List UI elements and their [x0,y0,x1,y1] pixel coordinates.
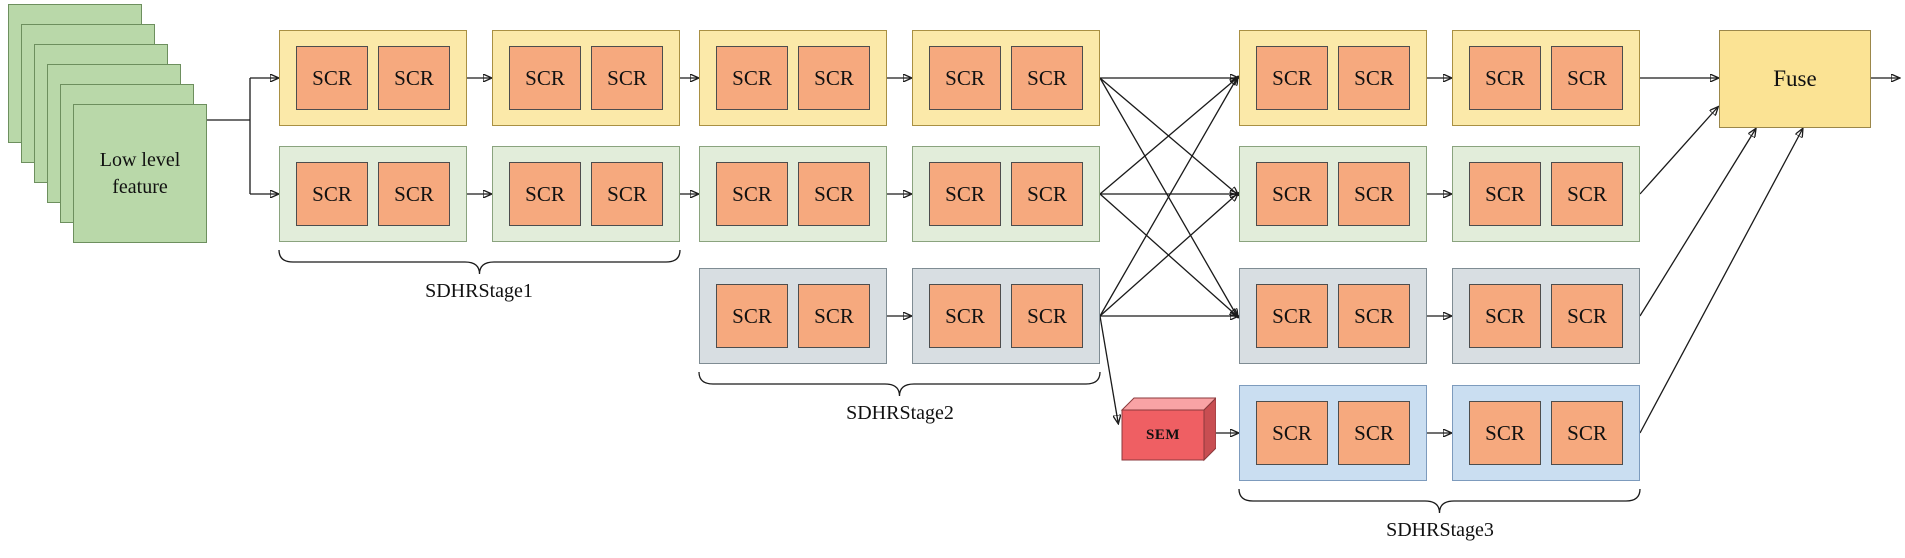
scr-block: SCR [591,46,663,110]
stage3-label: SDHRStage3 [1386,519,1494,541]
scr-unit-stage3-row3-col1: SCR SCR [1239,268,1427,364]
scr-unit-stage2-row1-col1: SCR SCR [699,30,887,126]
scr-unit-stage2-row3-col1: SCR SCR [699,268,887,364]
scr-block: SCR [296,162,368,226]
scr-block: SCR [591,162,663,226]
fuse-block: Fuse [1719,30,1871,128]
scr-block: SCR [798,162,870,226]
scr-block: SCR [1011,162,1083,226]
scr-unit-stage3-row4-col2: SCR SCR [1452,385,1640,481]
sem-box-icon [1120,397,1216,462]
scr-unit-stage1-row1-col1: SCR SCR [279,30,467,126]
low-level-feature-label: Low level feature [99,148,181,198]
scr-unit-stage3-row2-col1: SCR SCR [1239,146,1427,242]
scr-unit-stage1-row2-col2: SCR SCR [492,146,680,242]
scr-block: SCR [929,46,1001,110]
sem-connectors [1099,315,1237,433]
scr-block: SCR [929,162,1001,226]
stage2-brace [698,371,1101,397]
scr-block: SCR [716,284,788,348]
sem-module: SEM [1120,396,1216,462]
scr-block: SCR [1256,162,1328,226]
scr-block: SCR [1338,162,1410,226]
scr-unit-stage2-row2-col2: SCR SCR [912,146,1100,242]
scr-block: SCR [378,162,450,226]
scr-block: SCR [798,284,870,348]
scr-block: SCR [1011,284,1083,348]
cross-connectors [1099,78,1237,316]
scr-block: SCR [1256,401,1328,465]
scr-block: SCR [509,162,581,226]
scr-block: SCR [716,162,788,226]
scr-block: SCR [1551,284,1623,348]
scr-block: SCR [1338,284,1410,348]
scr-block: SCR [1256,46,1328,110]
stage3-brace [1238,488,1641,514]
fuse-connectors [1639,78,1898,434]
stage2-label: SDHRStage2 [846,402,954,424]
scr-block: SCR [509,46,581,110]
scr-block: SCR [1338,401,1410,465]
stage-internal-connectors [467,78,1450,433]
scr-unit-stage1-row1-col2: SCR SCR [492,30,680,126]
braces [278,249,1641,514]
scr-block: SCR [1551,162,1623,226]
scr-block: SCR [1469,284,1541,348]
stage1-label: SDHRStage1 [425,280,533,302]
scr-block: SCR [798,46,870,110]
low-level-feature-card: Low level feature [73,104,207,243]
scr-block: SCR [1469,46,1541,110]
stage1-brace [278,249,681,275]
scr-block: SCR [378,46,450,110]
scr-block: SCR [1011,46,1083,110]
scr-unit-stage3-row4-col1: SCR SCR [1239,385,1427,481]
scr-block: SCR [1469,162,1541,226]
scr-block: SCR [1256,284,1328,348]
input-connectors [207,78,277,194]
scr-block: SCR [1551,401,1623,465]
scr-block: SCR [716,46,788,110]
sem-label: SEM [1145,426,1180,443]
scr-unit-stage3-row1-col1: SCR SCR [1239,30,1427,126]
scr-unit-stage3-row2-col2: SCR SCR [1452,146,1640,242]
scr-unit-stage2-row1-col2: SCR SCR [912,30,1100,126]
scr-unit-stage2-row2-col1: SCR SCR [699,146,887,242]
scr-unit-stage3-row3-col2: SCR SCR [1452,268,1640,364]
scr-block: SCR [929,284,1001,348]
scr-unit-stage2-row3-col2: SCR SCR [912,268,1100,364]
scr-block: SCR [1551,46,1623,110]
scr-block: SCR [1338,46,1410,110]
scr-unit-stage3-row1-col2: SCR SCR [1452,30,1640,126]
scr-unit-stage1-row2-col1: SCR SCR [279,146,467,242]
scr-block: SCR [1469,401,1541,465]
scr-block: SCR [296,46,368,110]
